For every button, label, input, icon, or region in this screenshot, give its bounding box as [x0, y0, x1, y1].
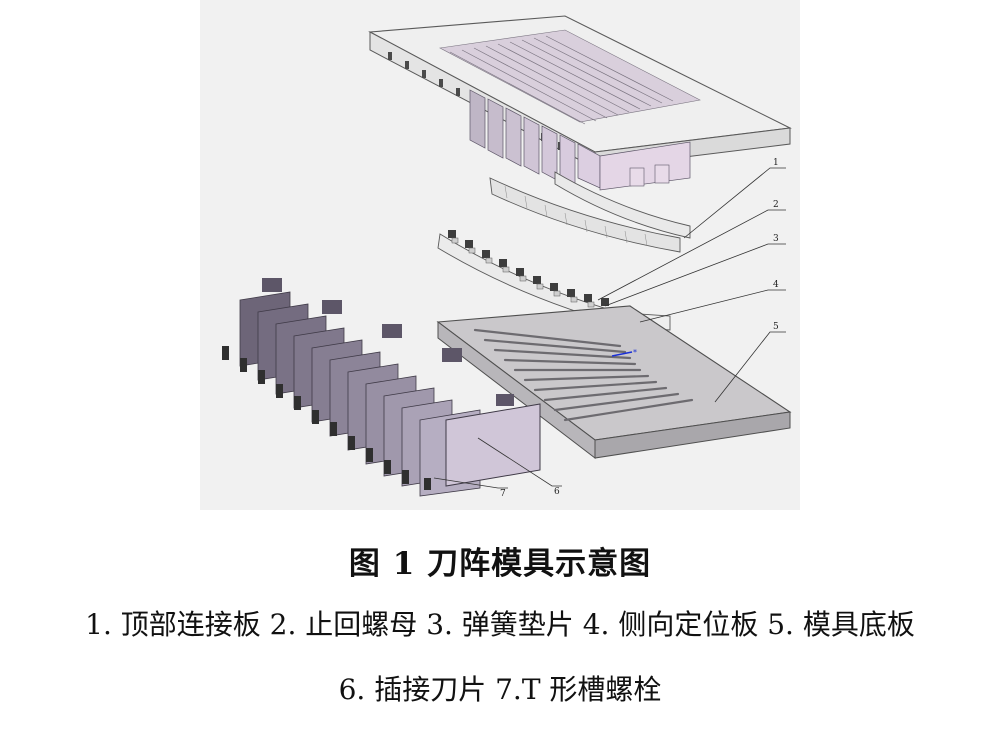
figure-area: *	[200, 0, 800, 510]
leader-lines	[433, 167, 786, 489]
figure-legend-line-2: 6. 插接刀片 7.T 形槽螺栓	[338, 673, 662, 706]
callout-1: 1	[773, 158, 779, 168]
exploded-mold-diagram: *	[222, 15, 792, 499]
svg-text:*: *	[633, 348, 637, 357]
figure-legend-line-1: 1. 顶部连接板 2. 止回螺母 3. 弹簧垫片 4. 侧向定位板 5. 模具底…	[85, 608, 915, 641]
top-connection-plate	[368, 15, 792, 191]
callout-6: 6	[554, 487, 560, 497]
callout-4: 4	[773, 280, 779, 290]
nut-and-washer-row	[437, 230, 641, 331]
curved-strips	[489, 171, 691, 253]
callout-3: 3	[773, 234, 779, 244]
mold-base-plate: *	[436, 305, 792, 460]
callout-5: 5	[773, 322, 779, 332]
callout-7: 7	[500, 489, 506, 499]
figure-caption-title: 图 1 刀阵模具示意图	[348, 546, 652, 582]
callout-2: 2	[773, 200, 779, 210]
inserted-blade-array	[222, 278, 541, 497]
